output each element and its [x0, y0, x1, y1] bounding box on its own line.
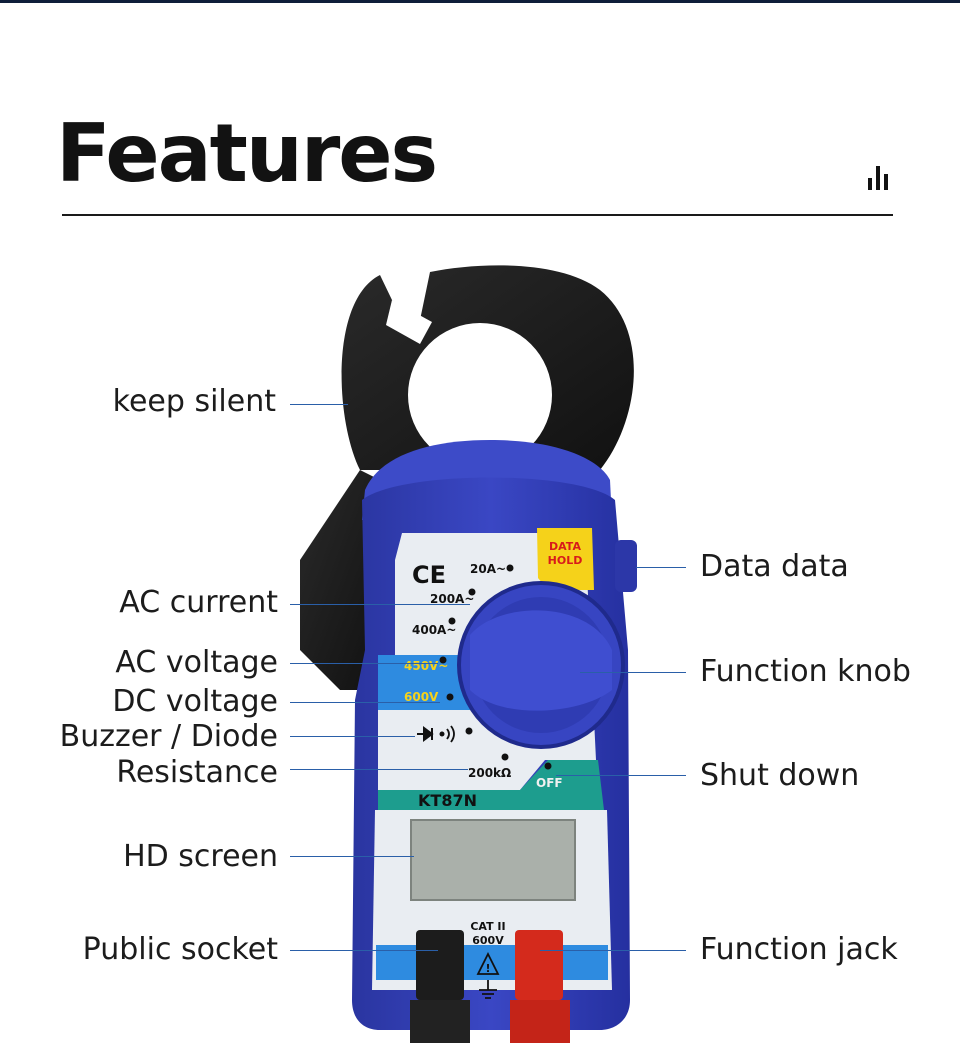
range-600v: 600V — [404, 690, 439, 704]
range-20a: 20A~ — [470, 562, 506, 576]
callout-keep-silent: keep silent — [112, 384, 276, 419]
rating-cat: CAT II — [470, 920, 505, 933]
rating-volt: 600V — [472, 934, 504, 947]
range-450v: 450V~ — [404, 659, 448, 673]
leader-ac-voltage — [290, 663, 438, 664]
model-name: KT87N — [418, 791, 477, 810]
callout-resistance: Resistance — [116, 755, 278, 790]
red-test-plug — [510, 930, 570, 1043]
leader-public-socket — [290, 950, 438, 951]
leader-hd-screen — [290, 856, 414, 857]
leader-function-knob — [580, 672, 686, 673]
callout-function-jack: Function jack — [700, 932, 898, 967]
svg-text:CE: CE — [412, 561, 446, 589]
callout-shut-down: Shut down — [700, 758, 860, 793]
hold-side-button — [615, 540, 637, 592]
range-400a: 400A~ — [412, 623, 456, 637]
hold-label-line1: DATA — [549, 540, 581, 553]
leader-resistance — [290, 769, 468, 770]
callout-data-data: Data data — [700, 549, 849, 584]
model-band — [378, 760, 604, 810]
ground-icon — [479, 980, 497, 999]
top-rule — [0, 0, 960, 3]
clamp-opening — [408, 323, 552, 467]
diode-icon — [417, 726, 434, 742]
callout-function-knob: Function knob — [700, 654, 911, 689]
lcd-screen — [410, 819, 576, 901]
callout-public-socket: Public socket — [82, 932, 278, 967]
page-title: Features — [56, 107, 438, 200]
hold-label-line2: HOLD — [548, 554, 583, 567]
ce-mark-icon: CE — [412, 561, 446, 589]
leader-data-data — [636, 567, 686, 568]
leader-keep-silent — [290, 404, 348, 405]
range-200k: 200kΩ — [468, 766, 511, 780]
callout-ac-current: AC current — [119, 585, 278, 620]
leader-ac-current — [290, 604, 470, 605]
leader-dc-voltage — [290, 702, 440, 703]
black-test-plug — [410, 930, 470, 1043]
warning-triangle-icon: ! — [476, 951, 500, 975]
range-200a: 200A~ — [430, 592, 474, 606]
trigger-lever — [300, 470, 380, 690]
leader-function-jack — [540, 950, 686, 951]
svg-text:!: ! — [485, 962, 490, 975]
data-hold-key — [537, 528, 594, 590]
function-knob — [457, 581, 625, 749]
leader-shut-down — [556, 775, 686, 776]
range-off: OFF — [536, 776, 563, 790]
title-underline — [62, 214, 893, 216]
buzzer-icon — [439, 725, 455, 743]
leader-buzzer-diode — [290, 736, 415, 737]
callout-dc-voltage: DC voltage — [112, 684, 278, 719]
callout-ac-voltage: AC voltage — [115, 645, 278, 680]
callout-buzzer-diode: Buzzer / Diode — [59, 719, 278, 754]
callout-hd-screen: HD screen — [123, 839, 278, 874]
signal-bars-icon — [868, 166, 896, 190]
